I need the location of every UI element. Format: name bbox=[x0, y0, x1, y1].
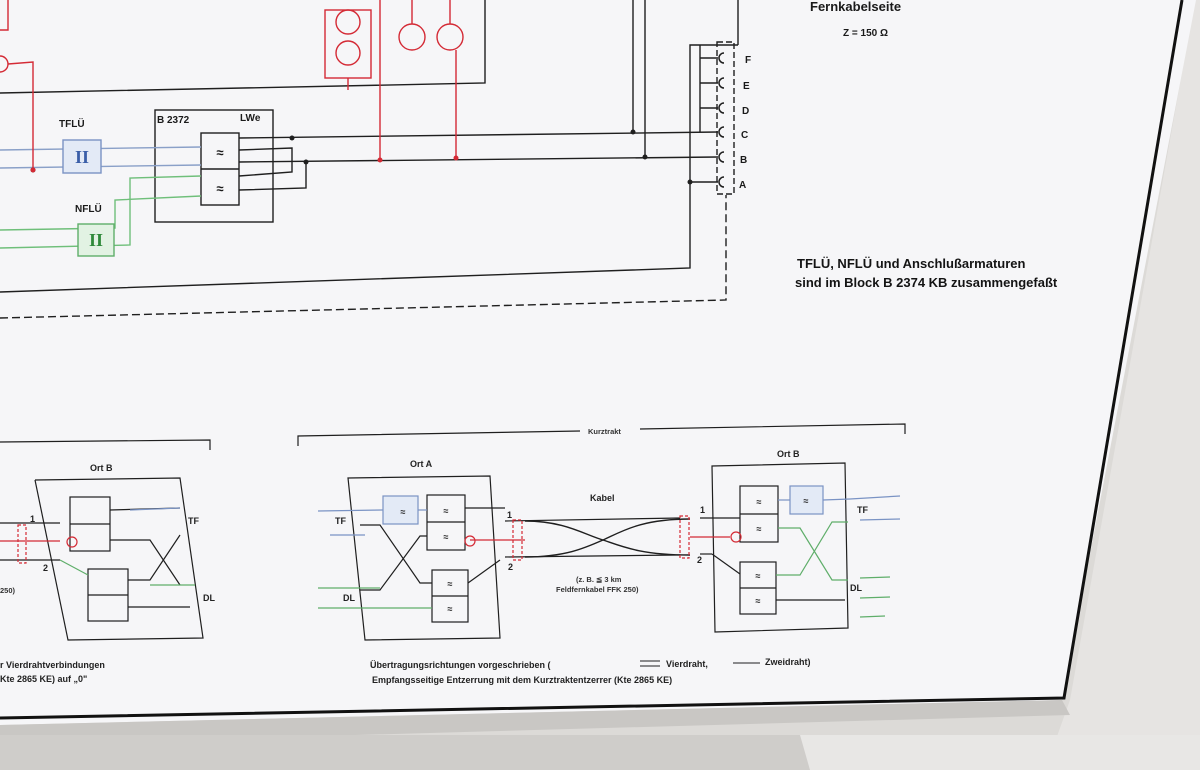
bl-wire-1: 1 bbox=[30, 514, 35, 524]
terminal-d: D bbox=[742, 106, 749, 117]
nflu-green-wire-2 bbox=[0, 195, 202, 231]
ort-a-label: Ort A bbox=[410, 459, 433, 469]
bl-tf: TF bbox=[188, 516, 199, 526]
br-caption-vierdraht: Vierdraht, bbox=[666, 659, 708, 669]
bl-partial-250: 250) bbox=[0, 586, 16, 595]
ort-b-filter-2-lower: ≈ bbox=[756, 596, 761, 606]
bl-ort-b: Ort B bbox=[90, 463, 113, 473]
br-wire-1-left: 1 bbox=[507, 510, 512, 520]
br-wire-2-left: 2 bbox=[508, 562, 513, 572]
terminal-c: C bbox=[741, 130, 748, 141]
bl-dl: DL bbox=[203, 593, 215, 603]
br-wire-1-right: 1 bbox=[700, 505, 705, 515]
wire-b bbox=[238, 156, 719, 163]
annotation-line-1: TFLÜ, NFLÜ und Anschlußarmaturen bbox=[797, 256, 1026, 271]
nflu-transformer: II bbox=[77, 223, 115, 257]
br-caption-prefix: Übertragungsrichtungen vorgeschrieben ( bbox=[370, 660, 551, 670]
terminal-f: F bbox=[745, 55, 751, 66]
filter-loop-2 bbox=[238, 160, 307, 191]
tflu-symbol: II bbox=[75, 147, 89, 167]
outer-dashed-frame bbox=[0, 195, 727, 319]
filter-symbol-upper: ≈ bbox=[216, 145, 223, 160]
impedance-label: Z = 150 Ω bbox=[843, 28, 888, 39]
paper-shadow bbox=[0, 700, 1070, 745]
terminal-e: E bbox=[743, 81, 750, 92]
filter-loop-1 bbox=[238, 147, 293, 177]
lwe-label: LWe bbox=[240, 113, 261, 124]
terminal-block bbox=[716, 41, 735, 195]
br-dl-left: DL bbox=[343, 593, 355, 603]
bottom-left-diagram bbox=[0, 439, 211, 641]
ort-a-filter-2-lower: ≈ bbox=[448, 604, 453, 614]
kurztrakt-label: Kurztrakt bbox=[588, 427, 621, 436]
header-title: Fernkabelseite bbox=[810, 0, 901, 14]
terminal-letters: F E D C B A bbox=[739, 55, 751, 191]
paper-border bbox=[0, 0, 1184, 720]
bl-caption-1: r Vierdrahtverbindungen bbox=[0, 660, 105, 670]
br-tf-right: TF bbox=[857, 505, 868, 515]
br-tf-left: TF bbox=[335, 516, 346, 526]
cable-note-1: (z. B. ≦ 3 km bbox=[576, 575, 622, 584]
nflu-label: NFLÜ bbox=[75, 202, 102, 215]
red-connector-group bbox=[0, 0, 464, 170]
ort-b-filter-upper: ≈ bbox=[757, 497, 762, 507]
br-dl-right: DL bbox=[850, 583, 862, 593]
wall-right bbox=[1045, 0, 1200, 770]
middle-frame bbox=[0, 44, 738, 293]
kabel-crossing bbox=[524, 518, 691, 558]
ort-b-label: Ort B bbox=[777, 449, 800, 459]
ort-b-filter-lower: ≈ bbox=[757, 524, 762, 534]
terminal-a: A bbox=[739, 180, 746, 191]
kurztrakt-bracket bbox=[297, 423, 906, 446]
nflu-symbol: II bbox=[89, 230, 103, 250]
wire-c bbox=[238, 131, 719, 139]
nflu-green-wire bbox=[0, 175, 202, 249]
tflu-label: TFLÜ bbox=[59, 117, 85, 130]
ort-a-filter-lower: ≈ bbox=[444, 532, 449, 542]
upper-frame bbox=[0, 0, 486, 94]
ort-a-filter-upper: ≈ bbox=[444, 506, 449, 516]
ort-b-equalizer-symbol: ≈ bbox=[804, 496, 809, 506]
ort-a-filter-2-upper: ≈ bbox=[448, 579, 453, 589]
ort-b-filter-2-upper: ≈ bbox=[756, 571, 761, 581]
paper-sheet bbox=[0, 0, 1196, 725]
cable-note-2: Feldfernkabel FFK 250) bbox=[556, 585, 639, 594]
br-caption-zweidraht: Zweidraht) bbox=[765, 657, 811, 667]
kabel-label: Kabel bbox=[590, 493, 615, 503]
vierdraht-arrows-icon bbox=[640, 660, 660, 667]
tflu-transformer: II bbox=[62, 139, 102, 174]
b2372-label: B 2372 bbox=[157, 115, 190, 126]
br-wire-2-right: 2 bbox=[697, 555, 702, 565]
bl-wire-2: 2 bbox=[43, 563, 48, 573]
br-caption-2: Empfangsseitige Entzerrung mit dem Kurzt… bbox=[372, 675, 672, 685]
light-edge bbox=[800, 735, 1200, 770]
terminal-b: B bbox=[740, 155, 747, 166]
filter-symbol-lower: ≈ bbox=[216, 181, 223, 196]
annotation-line-2: sind im Block B 2374 KB zusammengefaßt bbox=[795, 275, 1058, 290]
bl-caption-2: Kte 2865 KE) auf „0" bbox=[0, 674, 87, 684]
top-schematic bbox=[0, 0, 739, 319]
ort-a-equalizer-symbol: ≈ bbox=[401, 507, 406, 517]
